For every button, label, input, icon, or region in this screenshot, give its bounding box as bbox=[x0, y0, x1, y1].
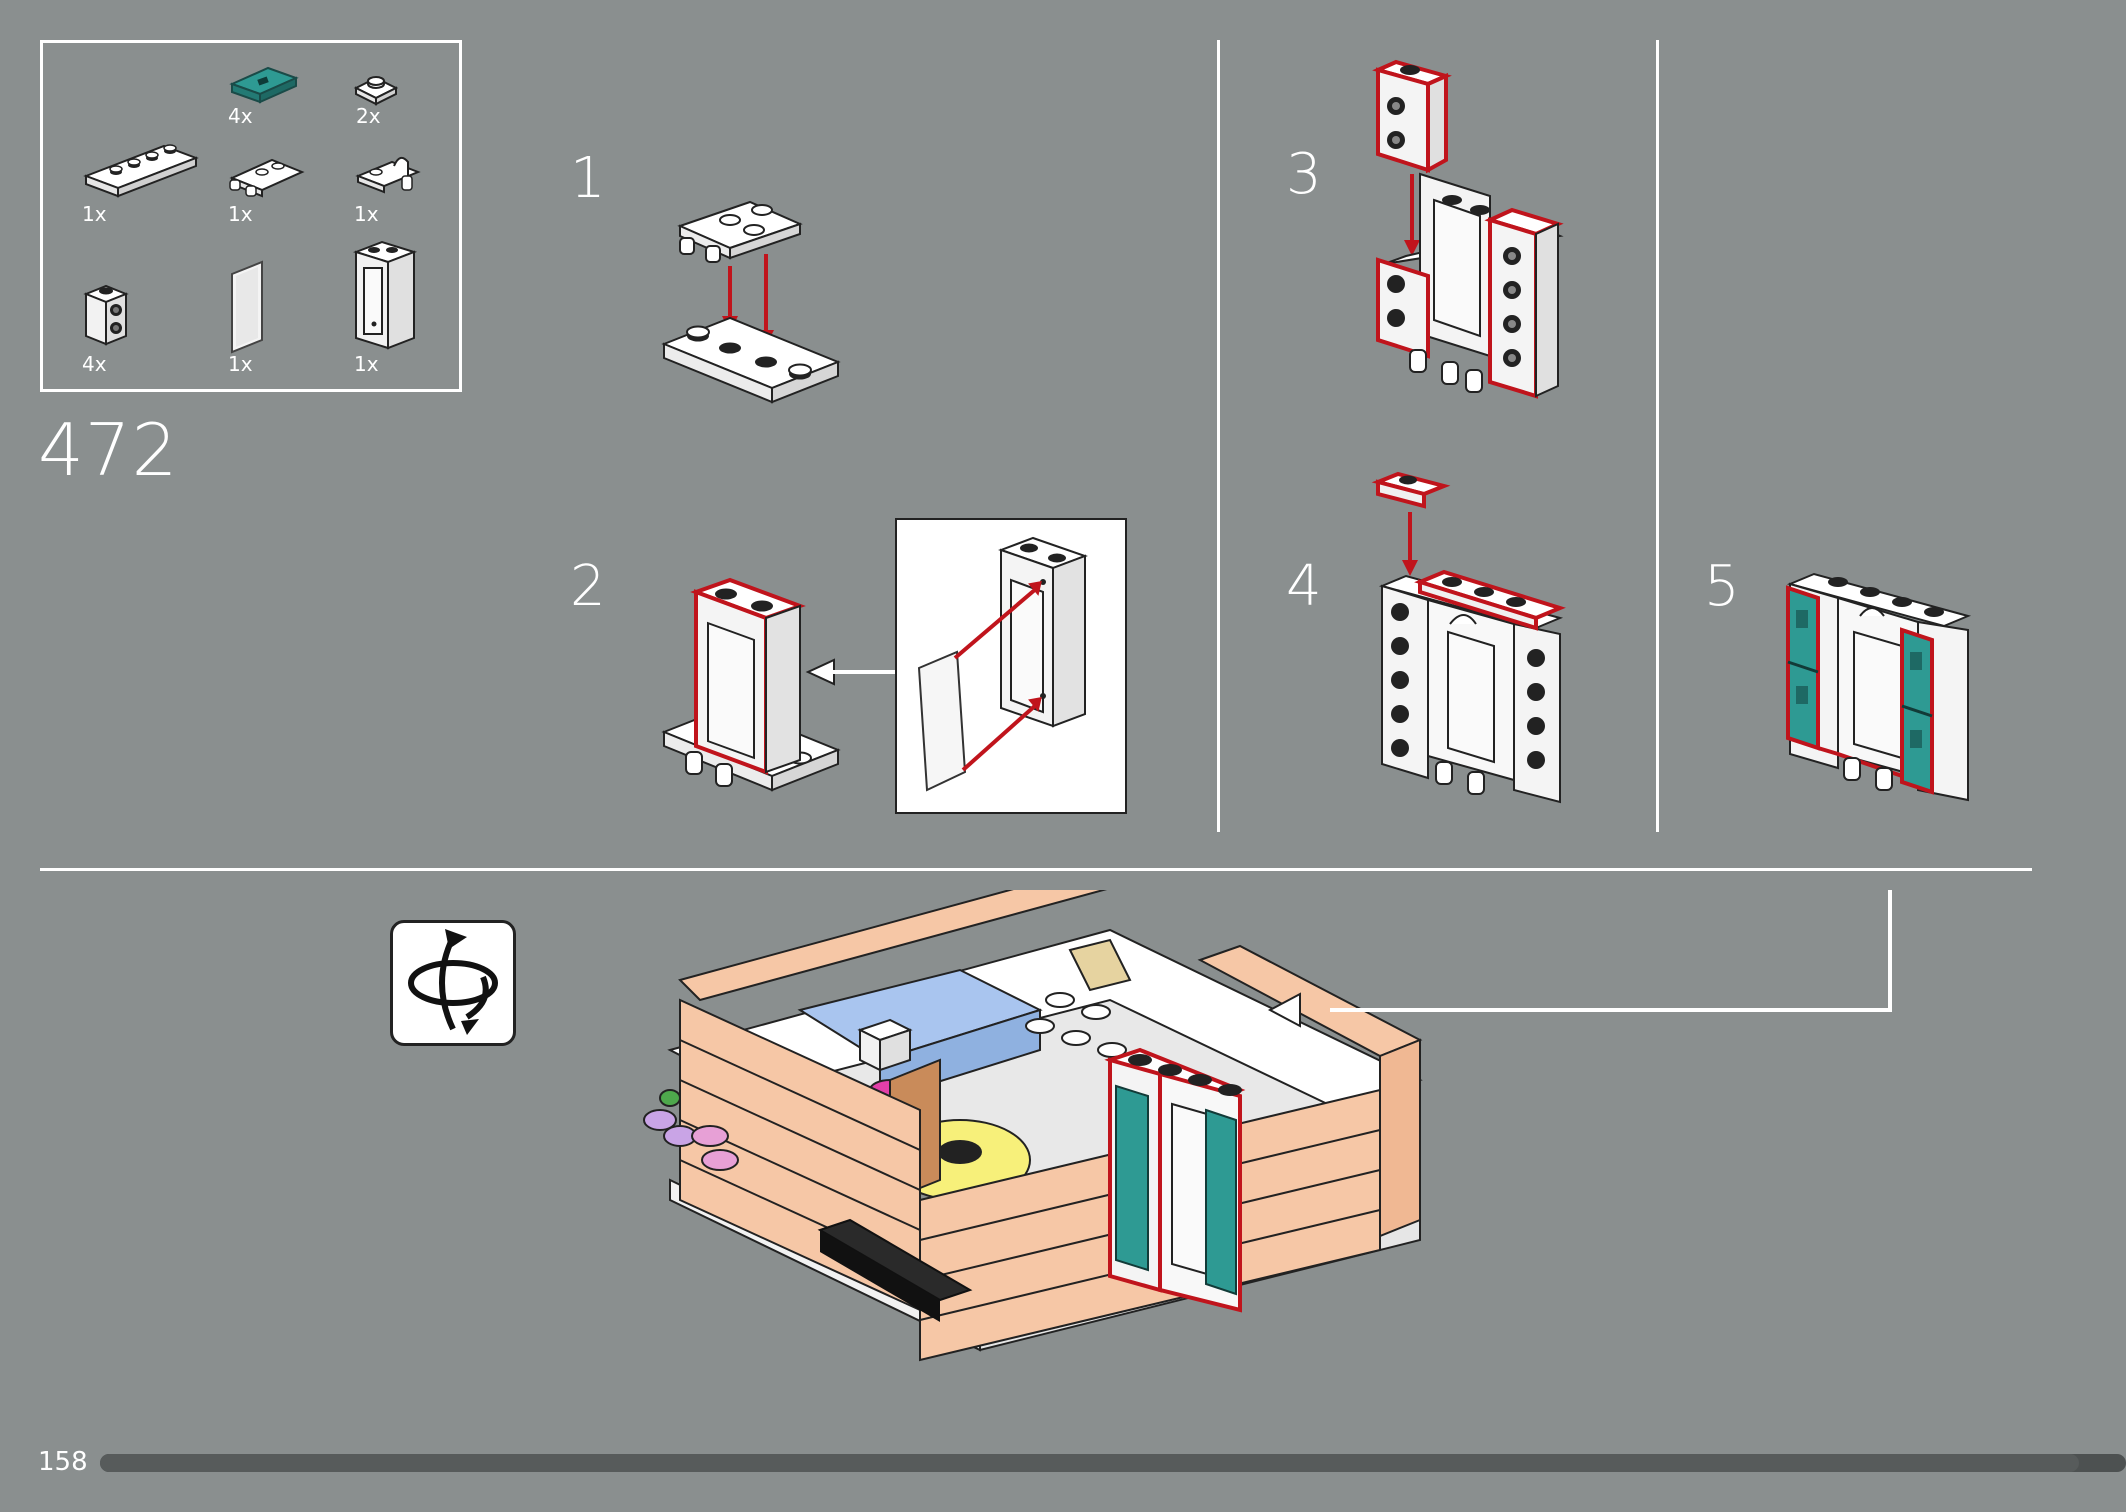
step-number-3: 3 bbox=[1286, 142, 1322, 207]
step-1-illustration bbox=[661, 200, 841, 404]
sub-step-number: 472 bbox=[38, 408, 179, 492]
step-3-illustration bbox=[1372, 59, 1564, 399]
step-2-inset-illustration bbox=[917, 536, 1088, 792]
white-plate-1x4-part bbox=[83, 144, 199, 198]
rotate-model-icon bbox=[408, 929, 498, 1035]
progress-bar-fill bbox=[100, 1454, 2079, 1472]
white-plate-clip-part bbox=[229, 158, 305, 198]
parts-qty-1: 2x bbox=[356, 104, 381, 128]
white-brick-side-studs-part bbox=[83, 284, 129, 346]
parts-qty-2: 1x bbox=[82, 202, 107, 226]
step-number-5: 5 bbox=[1704, 554, 1740, 619]
main-model-illustration bbox=[643, 890, 1892, 1362]
step-2-arrow-line bbox=[820, 670, 898, 674]
step-2-illustration bbox=[661, 577, 850, 792]
parts-qty-4: 1x bbox=[354, 202, 379, 226]
step-number-2: 2 bbox=[570, 554, 606, 619]
parts-qty-3: 1x bbox=[228, 202, 253, 226]
parts-qty-7: 1x bbox=[354, 352, 379, 376]
parts-list-box bbox=[40, 40, 462, 392]
divider-horizontal bbox=[40, 868, 2032, 871]
step-number-1: 1 bbox=[570, 146, 606, 211]
parts-qty-5: 4x bbox=[82, 352, 107, 376]
step-4-illustration bbox=[1371, 471, 1566, 804]
white-round-plate-part bbox=[353, 76, 399, 106]
divider-steps-2-3 bbox=[1217, 40, 1220, 832]
rotate-icon-box bbox=[390, 920, 516, 1046]
teal-tile-part bbox=[229, 66, 299, 104]
page-number: 158 bbox=[38, 1447, 88, 1477]
divider-steps-4-5 bbox=[1656, 40, 1659, 832]
window-frame-part bbox=[352, 240, 418, 350]
step-5-illustration bbox=[1786, 572, 1972, 802]
step-number-4: 4 bbox=[1286, 554, 1322, 619]
parts-qty-6: 1x bbox=[228, 352, 253, 376]
white-plate-vertical-clip-part bbox=[355, 156, 421, 194]
glass-pane-part bbox=[231, 260, 263, 354]
parts-qty-0: 4x bbox=[228, 104, 253, 128]
